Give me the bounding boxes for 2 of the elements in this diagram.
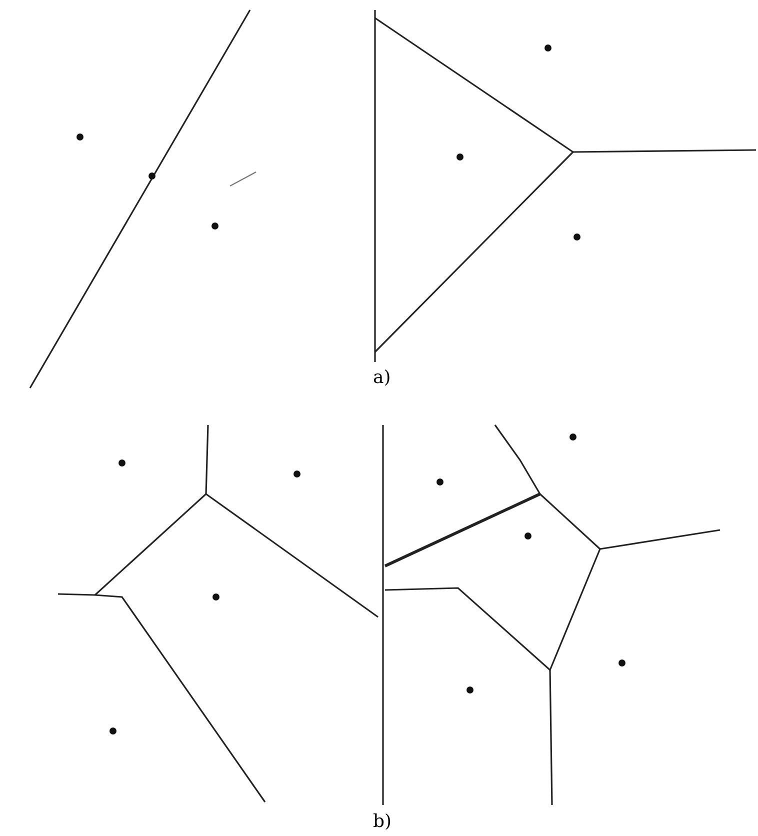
- panel-label: b): [373, 812, 392, 832]
- panel-label: a): [373, 368, 391, 388]
